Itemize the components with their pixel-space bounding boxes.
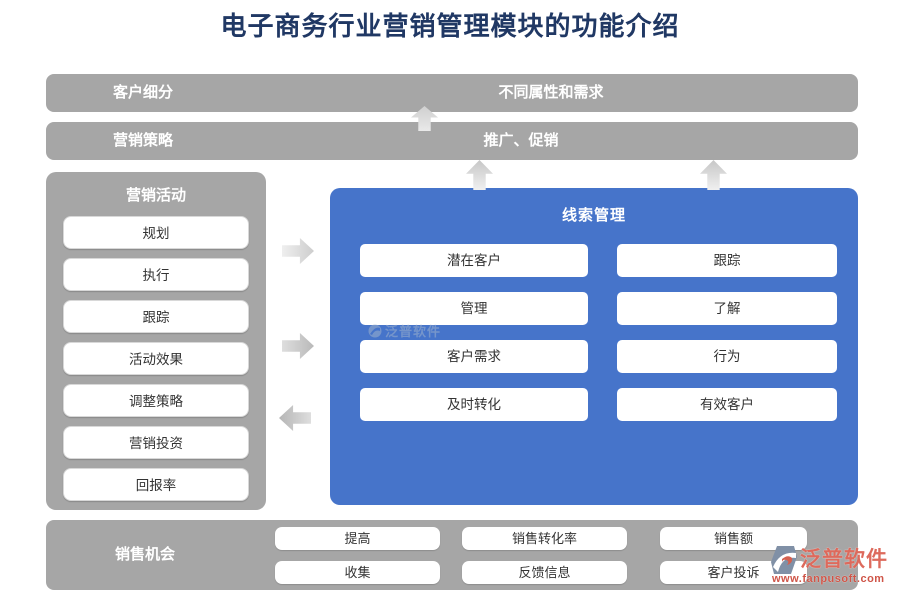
sales-item-conversion-rate: 销售转化率: [462, 527, 627, 550]
marketing-strategy-label: 营销策略: [112, 132, 173, 149]
sales-item-improve: 提高: [275, 527, 440, 550]
sales-item-sales-amount: 销售额: [660, 527, 807, 550]
sales-opportunity-label: 销售机会: [114, 546, 175, 563]
marketing-item-adjust-strategy: 调整策略: [63, 384, 249, 417]
fanpu-logo-icon: [368, 324, 382, 337]
marketing-item-planning: 规划: [63, 216, 249, 249]
fanpu-watermark: 泛普软件: [368, 321, 441, 340]
fanpu-logo-icon: [771, 546, 797, 574]
leads-item-timely-conversion: 及时转化: [360, 388, 588, 421]
leads-right-column: 跟踪 了解 行为 有效客户: [617, 244, 837, 421]
marketing-strategy-bar: 营销策略 推广、促销: [46, 122, 858, 160]
marketing-item-roi: 回报率: [63, 468, 249, 501]
leads-item-track: 跟踪: [617, 244, 837, 277]
up-arrow-icon: [466, 160, 493, 190]
leads-item-valid-customers: 有效客户: [617, 388, 837, 421]
marketing-item-investment: 营销投资: [63, 426, 249, 459]
marketing-activity-panel: 营销活动 规划 执行 跟踪 活动效果 调整策略 营销投资 回报率: [46, 172, 266, 510]
customer-segmentation-value: 不同属性和需求: [498, 84, 604, 101]
logo-url: www.fanpusoft.com: [772, 573, 885, 585]
sales-item-feedback-info: 反馈信息: [462, 561, 627, 584]
sales-item-collect: 收集: [275, 561, 440, 584]
leads-management-title: 线索管理: [561, 207, 626, 224]
marketing-activity-list: 规划 执行 跟踪 活动效果 调整策略 营销投资 回报率: [46, 216, 266, 501]
right-arrow-icon: [282, 238, 314, 264]
customer-segmentation-label: 客户细分: [112, 84, 173, 101]
sales-opportunity-bar: 销售机会 提高 销售转化率 销售额 收集 反馈信息 客户投诉: [46, 520, 858, 590]
page-title: 电子商务行业营销管理模块的功能介绍: [220, 12, 680, 41]
leads-item-customer-needs: 客户需求: [360, 340, 588, 373]
leads-left-column: 潜在客户 管理 客户需求 及时转化: [360, 244, 588, 421]
leads-item-potential-customers: 潜在客户: [360, 244, 588, 277]
sales-item-customer-complaints: 客户投诉: [660, 561, 807, 584]
watermark-text: 泛普软件: [385, 324, 442, 339]
marketing-item-tracking: 跟踪: [63, 300, 249, 333]
marketing-activity-title: 营销活动: [125, 187, 186, 204]
leads-item-understand: 了解: [617, 292, 837, 325]
leads-management-panel: 线索管理 潜在客户 管理 客户需求 及时转化 跟踪 了解 行为 有效客户: [330, 188, 858, 505]
customer-segmentation-bar: 客户细分 不同属性和需求: [46, 74, 858, 112]
right-arrow-icon: [282, 333, 314, 359]
leads-item-manage: 管理: [360, 292, 588, 325]
logo-name: 泛普软件: [800, 548, 888, 571]
marketing-strategy-value: 推广、促销: [483, 132, 559, 149]
marketing-item-effect: 活动效果: [63, 342, 249, 375]
left-arrow-icon: [279, 405, 311, 431]
marketing-item-execution: 执行: [63, 258, 249, 291]
up-arrow-icon: [700, 160, 727, 190]
leads-item-behavior: 行为: [617, 340, 837, 373]
fanpu-logo: 泛普软件 www.fanpusoft.com: [770, 545, 895, 585]
